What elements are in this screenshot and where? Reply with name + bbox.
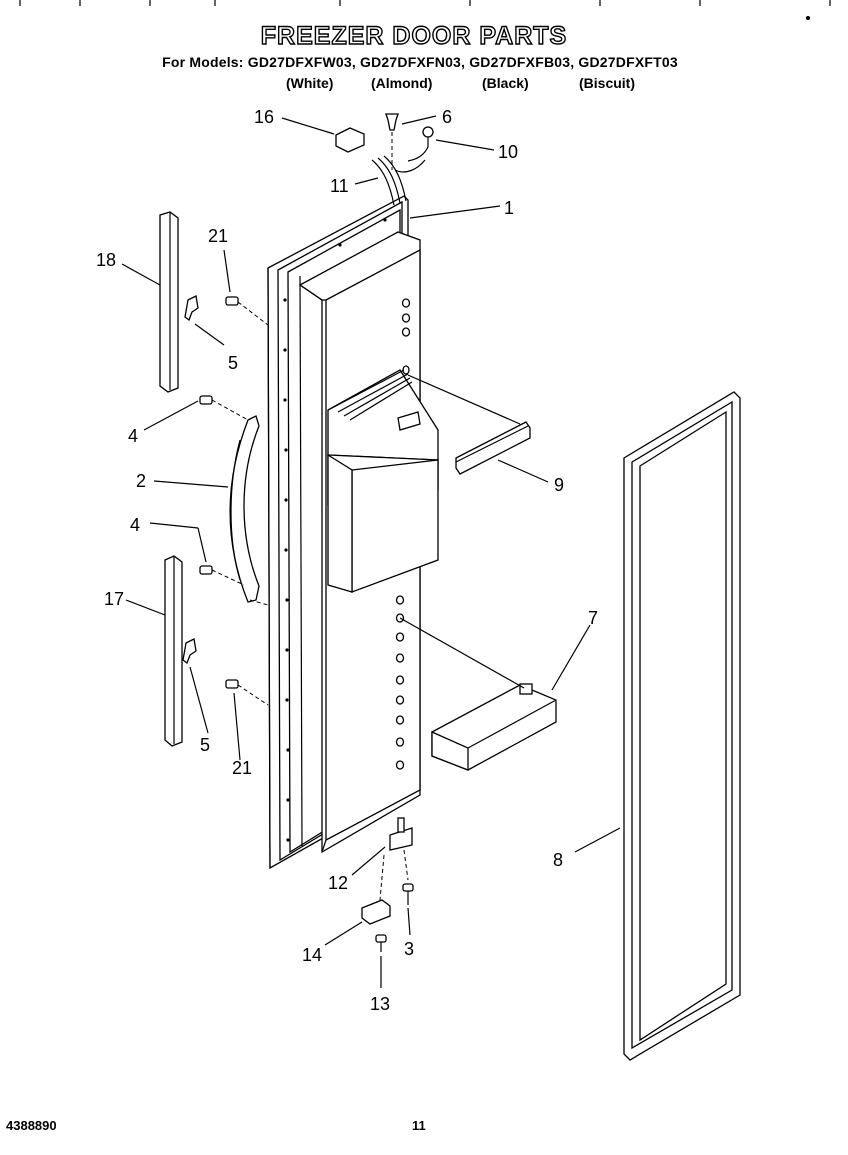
callout-2: 2 [136,471,146,491]
callout-14: 14 [302,945,322,965]
callout-12: 12 [328,873,348,893]
screw-part-4-upper [199,395,249,421]
callout-7: 7 [588,608,598,628]
trim-strip-part-17 [164,555,183,747]
screw-part-21-lower [225,679,269,706]
hinge-pin-part-12 [389,817,413,851]
color-biscuit: (Biscuit) [579,75,635,91]
leader-lines [121,115,621,988]
document-number: 4388890 [6,1118,57,1133]
callout-21-upper: 21 [208,226,228,246]
door-panel-part-1 [267,195,439,870]
screw-part-4-lower [199,565,269,606]
page-title: FREEZER DOOR PARTS [260,21,568,50]
wire-harness-part-11 [371,155,426,206]
page-number: 11 [412,1118,426,1133]
handle-part-2 [229,415,260,603]
screw-part-21-upper [225,296,269,326]
screw-part-3 [402,849,414,905]
callout-4-lower: 4 [130,515,140,535]
color-white: (White) [286,75,334,91]
door-gasket-part-8 [623,391,741,1061]
callout-1: 1 [504,198,514,218]
bracket-part-9 [407,374,531,475]
callout-16: 16 [254,107,274,127]
color-black: (Black) [482,75,529,91]
connector-part-16 [335,127,365,153]
trim-strip-part-18 [159,211,179,393]
callout-11: 11 [330,176,349,196]
callout-17: 17 [104,589,124,609]
plug-part-6 [385,113,399,170]
callout-21-lower: 21 [232,758,252,778]
callout-9: 9 [554,475,564,495]
callout-6: 6 [442,107,452,127]
clip-part-5-upper [184,295,199,322]
callout-18: 18 [96,250,116,270]
callout-5-upper: 5 [228,353,238,373]
hinge-bracket-part-14 [361,854,391,925]
corner-dot [806,16,810,20]
screw-part-13 [375,934,387,952]
callout-5-lower: 5 [200,735,210,755]
callout-3: 3 [404,939,414,959]
screw-part-10 [407,126,434,162]
callout-labels: 16 6 10 11 1 21 18 5 4 2 9 4 17 7 5 21 8… [96,107,598,1014]
models-line: For Models: GD27DFXFW03, GD27DFXFN03, GD… [162,54,678,70]
callout-8: 8 [553,850,563,870]
callout-13: 13 [370,994,390,1014]
callout-4-upper: 4 [128,426,138,446]
callout-10: 10 [498,142,518,162]
clip-part-5-lower [182,638,197,665]
scan-edge-marks [19,0,831,6]
color-almond: (Almond) [371,75,433,91]
shelf-bin-part-7 [399,617,557,771]
